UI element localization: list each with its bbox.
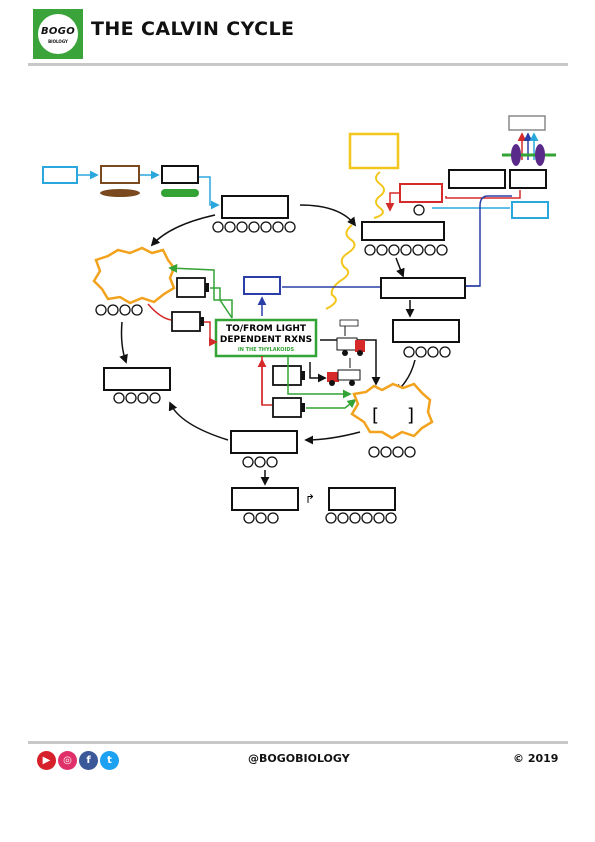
co2-blank-box[interactable] [42,166,78,184]
right-energy-burst[interactable] [350,382,434,440]
bogo-logo[interactable]: BOGO BIOLOGY [33,9,83,59]
header-divider [28,63,568,66]
center-box-line3: IN THE THYLAKOIDS [238,347,295,353]
atp-blank-box[interactable] [509,169,547,189]
rubp-to-6c-arrow [299,204,357,227]
truck-icon [336,319,365,356]
logo-subtext: BIOLOGY [48,39,68,44]
red-arrow-to-6c [385,192,400,212]
light-reactions-frame [214,318,318,358]
light-wave-1 [373,171,385,219]
battery-box-3[interactable] [272,365,302,386]
light-wave-2 [325,224,356,310]
light-reactions-box: TO/FROM LIGHT DEPENDENT RXNS IN THE THYL… [214,318,318,358]
oxygen-circle [413,204,425,216]
chloroplast-green-bar [161,189,199,197]
rubisco-blank-box[interactable] [161,165,199,184]
light-group [325,132,400,310]
blue-nadph-line [466,195,512,287]
logo-badge: BOGO BIOLOGY [38,14,78,54]
left-four-carbon-box[interactable] [103,367,171,391]
truck-icon-2 [327,358,361,386]
sunlight-blank-box[interactable] [348,132,400,170]
atp-synthase-blank-box[interactable] [508,115,546,131]
copyright: © 2019 [513,752,559,765]
center-box-line1: TO/FROM LIGHT [226,324,307,334]
red-arrow-to-center [204,321,218,347]
instagram-icon[interactable]: ◎ [58,751,77,770]
battery-box-4[interactable] [272,397,302,418]
youtube-icon[interactable]: ▶ [37,751,56,770]
center-box-line2: DEPENDENT RXNS [220,335,312,345]
battery-box-2[interactable] [171,311,201,332]
channel-right [535,144,545,166]
water-blank-box[interactable] [511,201,549,219]
channel-left [511,144,521,166]
g3p-output-box[interactable] [231,487,299,511]
header: BOGO BIOLOGY THE CALVIN CYCLE [0,0,595,70]
right-four-carbon-group [392,319,460,358]
rubp-blank-box[interactable] [221,195,289,219]
rubp-carbon-circles [212,221,296,233]
green-arrow-to-burst [168,263,233,318]
g3p-blank-box[interactable] [230,430,298,454]
stomata-blank-box[interactable] [100,165,140,184]
twitter-icon[interactable]: t [100,751,119,770]
left-energy-burst[interactable] [92,246,176,305]
right-four-carbon-box[interactable] [392,319,460,343]
nadp-blank-box[interactable] [243,276,281,295]
logo-text: BOGO [40,26,76,37]
co2-to-rubp-arrow [199,176,220,210]
pga-blank-box[interactable] [380,277,466,299]
six-carbon-group [361,221,448,256]
page-title: THE CALVIN CYCLE [91,18,295,40]
atp-synthase-group [385,115,556,287]
bracket-right: ] [407,405,414,426]
bracket-left: [ [372,405,379,426]
footer: ▶ ◎ f t @BOGOBIOLOGY © 2019 [0,740,595,780]
left-burst-circles [95,304,143,316]
calvin-cycle-diagram: TO/FROM LIGHT DEPENDENT RXNS IN THE THYL… [42,115,556,524]
rubp-group [212,195,296,233]
footer-divider [28,741,568,744]
nadph-blank-box[interactable] [448,169,506,189]
six-carbon-blank-box[interactable] [361,221,445,241]
six-carbon-circles [364,244,448,256]
battery-box-1[interactable] [176,277,206,298]
glucose-output-box[interactable] [328,487,396,511]
glucose-arrow: ↱ [305,492,315,506]
co2-input-group [42,165,220,210]
leaf-brown-bar [100,189,140,197]
facebook-icon[interactable]: f [79,751,98,770]
oxygen-blank-box[interactable] [399,183,443,203]
social-handle[interactable]: @BOGOBIOLOGY [248,752,350,765]
